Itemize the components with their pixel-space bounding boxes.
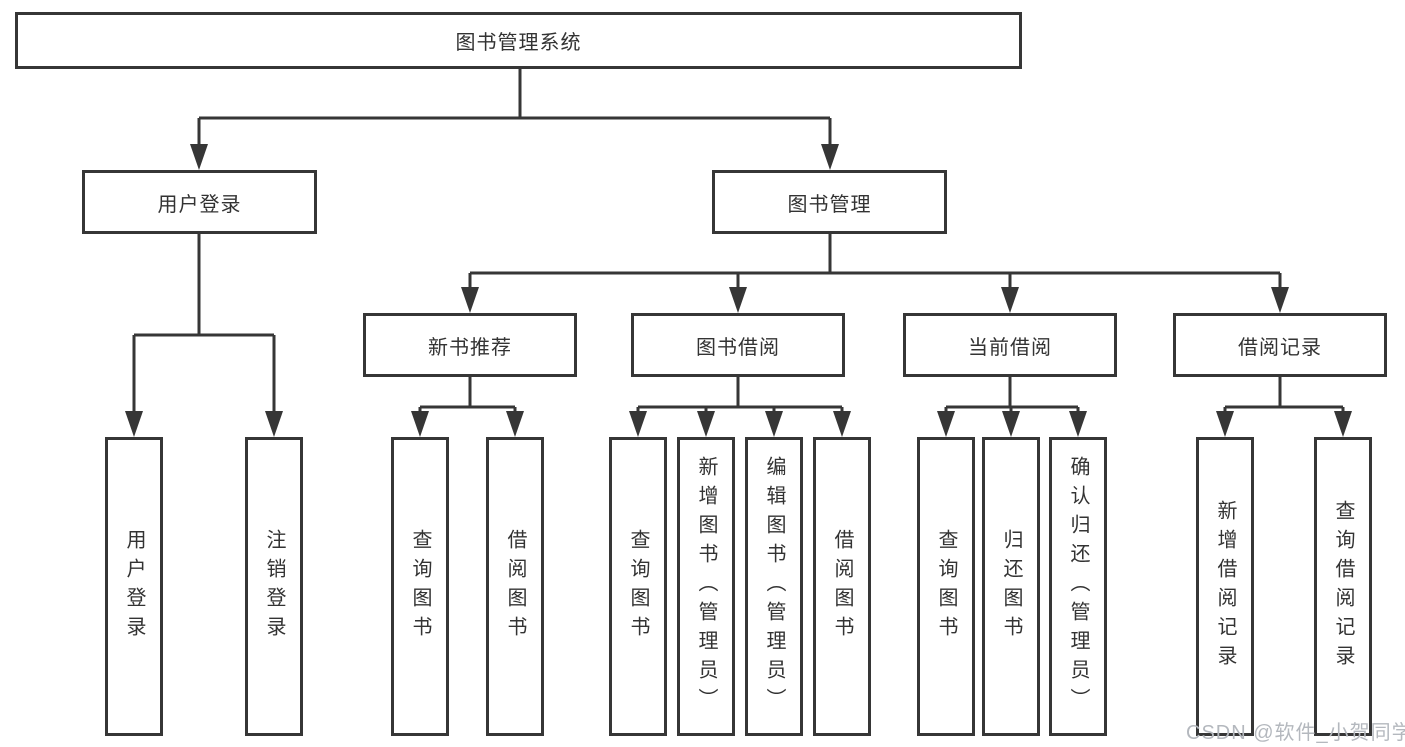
watermark: CSDN @软件_小贺同学 [1186, 722, 1405, 744]
node-label: 图书借阅 [696, 336, 780, 359]
leaf-query-books: 查询图书 [917, 437, 975, 736]
node-label: 新增借阅记录 [1214, 499, 1236, 674]
node-label: 借阅图书 [504, 528, 526, 645]
node-label: 用户登录 [123, 528, 145, 645]
node-label: 用户登录 [157, 193, 242, 216]
node-current-borrow: 当前借阅 [903, 313, 1117, 377]
node-library-management-system: 图书管理系统 [15, 12, 1022, 69]
node-label: 编辑图书（管理员） [763, 456, 785, 717]
leaf-borrow-books: 借阅图书 [813, 437, 871, 736]
node-label: 当前借阅 [968, 336, 1052, 359]
node-user-login: 用户登录 [82, 170, 317, 234]
node-borrow-records: 借阅记录 [1173, 313, 1387, 377]
leaf-edit-book-admin: 编辑图书（管理员） [745, 437, 803, 736]
node-label: 注销登录 [263, 528, 285, 645]
leaf-logout: 注销登录 [245, 437, 303, 736]
leaf-return-book: 归还图书 [982, 437, 1040, 736]
node-label: 新增图书（管理员） [695, 456, 717, 717]
leaf-borrow-books: 借阅图书 [486, 437, 544, 736]
leaf-user-login: 用户登录 [105, 437, 163, 736]
leaf-confirm-return-admin: 确认归还（管理员） [1049, 437, 1107, 736]
node-label: 新书推荐 [428, 336, 512, 359]
leaf-query-borrow-record: 查询借阅记录 [1314, 437, 1372, 736]
node-label: 查询图书 [409, 528, 431, 645]
node-label: 查询图书 [627, 528, 649, 645]
leaf-add-borrow-record: 新增借阅记录 [1196, 437, 1254, 736]
node-label: 确认归还（管理员） [1067, 456, 1089, 717]
node-label: 查询图书 [935, 528, 957, 645]
node-book-borrow: 图书借阅 [631, 313, 845, 377]
node-label: 图书管理 [787, 193, 872, 216]
node-label: 借阅图书 [831, 528, 853, 645]
node-label: 借阅记录 [1238, 336, 1322, 359]
arrowheads [125, 144, 1352, 437]
node-book-management: 图书管理 [712, 170, 947, 234]
node-label: 查询借阅记录 [1332, 499, 1354, 674]
leaf-add-book-admin: 新增图书（管理员） [677, 437, 735, 736]
leaf-query-books: 查询图书 [391, 437, 449, 736]
leaf-query-books: 查询图书 [609, 437, 667, 736]
node-label: 归还图书 [1000, 528, 1022, 645]
node-label: 图书管理系统 [455, 32, 582, 54]
node-new-book-recommend: 新书推荐 [363, 313, 577, 377]
